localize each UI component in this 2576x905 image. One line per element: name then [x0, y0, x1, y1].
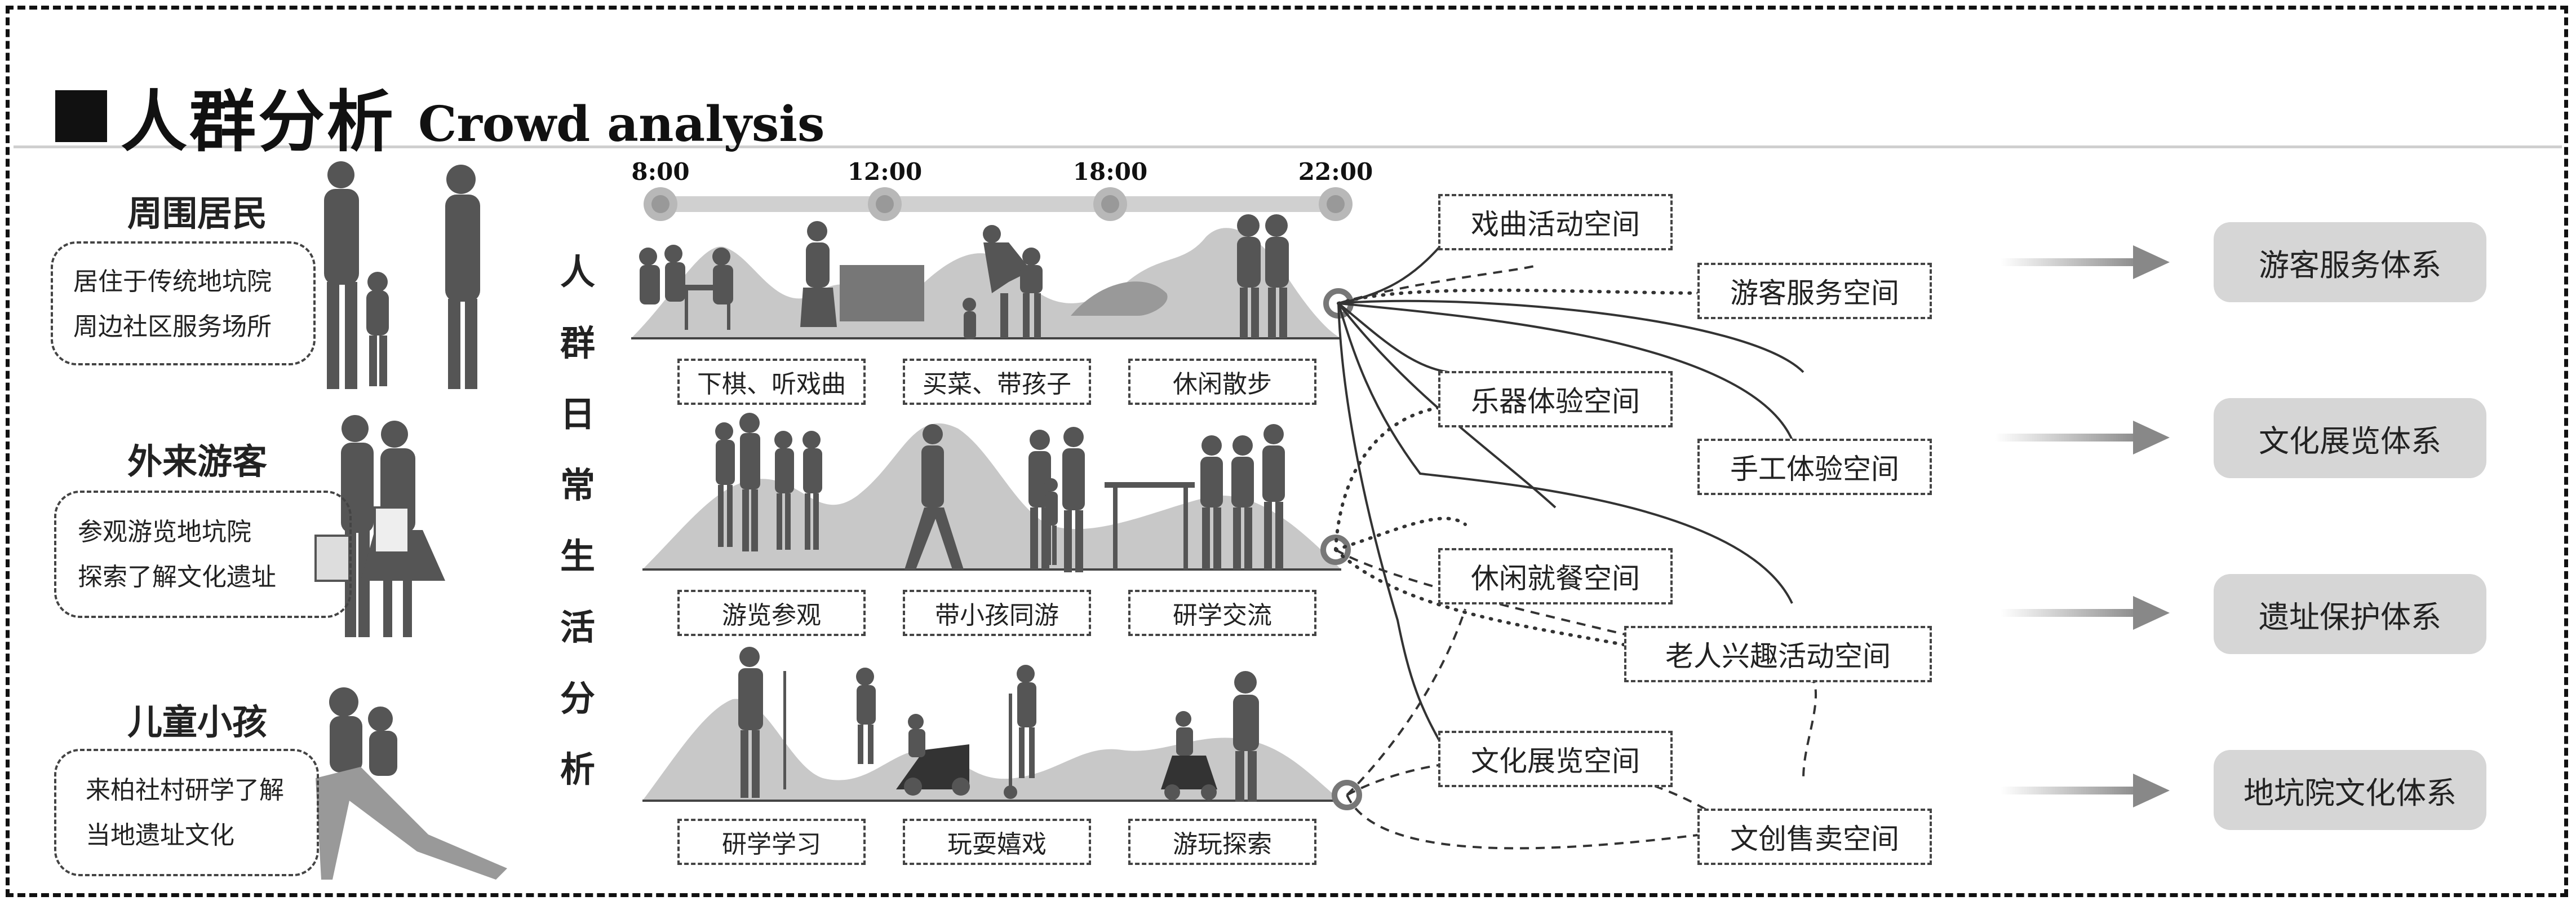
activity-label: 游览参观 — [677, 590, 866, 636]
activity-label: 休闲散步 — [1128, 359, 1316, 405]
group-title-children: 儿童小孩 — [127, 701, 267, 743]
vertical-title-char: 人 — [560, 251, 595, 293]
space-culture-exhibition: 文化展览空间 — [1438, 731, 1673, 787]
group-title-residents: 周围居民 — [127, 193, 267, 234]
system-visitor-service[interactable]: 游客服务体系 — [2214, 222, 2486, 302]
desc-line: 当地遗址文化 — [86, 821, 234, 850]
arrows — [1995, 245, 2170, 807]
vertical-title-char: 析 — [560, 749, 595, 790]
dashed-connectors — [1335, 264, 1817, 850]
activity-label: 带小孩同游 — [903, 590, 1091, 636]
space-creative-retail: 文创售卖空间 — [1697, 809, 1932, 865]
title-square-icon — [55, 90, 107, 142]
vertical-title-char: 日 — [560, 394, 595, 435]
timeline-markers — [644, 187, 1353, 221]
time-label: 18:00 — [1072, 158, 1148, 186]
arrow-to-system — [1995, 421, 2170, 454]
desc-line: 来柏社村研学了解 — [86, 776, 284, 805]
system-dikengyuan-culture[interactable]: 地坑院文化体系 — [2214, 750, 2486, 830]
page-title: 人群分析 Crowd analysis — [55, 68, 824, 164]
arrow-to-system — [2001, 596, 2170, 630]
vertical-title-char: 常 — [560, 465, 595, 506]
timeline-bar — [654, 196, 1341, 212]
space-instrument-experience: 乐器体验空间 — [1438, 371, 1673, 427]
group-desc-children: 来柏社村研学了解 当地遗址文化 — [54, 749, 319, 876]
vertical-title: 人 群 日 常 生 活 分 析 — [555, 237, 600, 805]
activity-label: 游玩探索 — [1128, 819, 1316, 865]
child-figures — [316, 687, 507, 880]
space-senior-interest: 老人兴趣活动空间 — [1624, 626, 1932, 682]
activity-label: 研学交流 — [1128, 590, 1316, 636]
activity-label: 玩耍嬉戏 — [903, 819, 1091, 865]
arrow-to-system — [2001, 774, 2170, 807]
group-desc-residents: 居住于传统地坑院 周边社区服务场所 — [51, 241, 316, 365]
solid-connectors — [1337, 236, 1804, 757]
space-handicraft-experience: 手工体验空间 — [1697, 439, 1932, 495]
vertical-title-char: 分 — [560, 678, 595, 719]
resident-figures — [324, 161, 480, 389]
time-label: 22:00 — [1298, 158, 1373, 186]
system-heritage-protection[interactable]: 遗址保护体系 — [2214, 574, 2486, 654]
vertical-title-char: 生 — [560, 536, 595, 577]
desc-line: 周边社区服务场所 — [73, 312, 272, 341]
header-divider — [14, 145, 2562, 148]
system-culture-exhibition[interactable]: 文化展览体系 — [2214, 398, 2486, 478]
vertical-title-char: 活 — [560, 607, 595, 648]
people-silhouettes — [314, 161, 1289, 880]
activity-label: 下棋、听戏曲 — [677, 359, 866, 405]
desc-line: 参观游览地坑院 — [78, 518, 251, 546]
arrow-to-system — [2001, 245, 2170, 279]
time-label: 12:00 — [847, 158, 923, 186]
title-english: Crowd analysis — [418, 96, 825, 153]
desc-line: 居住于传统地坑院 — [73, 267, 272, 296]
desc-line: 探索了解文化遗址 — [78, 563, 276, 591]
dashed-outer-frame — [6, 6, 2568, 897]
title-chinese: 人群分析 — [121, 82, 396, 161]
space-visitor-service: 游客服务空间 — [1697, 263, 1932, 319]
group-title-tourists: 外来游客 — [127, 441, 267, 482]
space-leisure-dining: 休闲就餐空间 — [1438, 548, 1673, 604]
space-opera-activity: 戏曲活动空间 — [1438, 194, 1673, 250]
group-desc-tourists: 参观游览地坑院 探索了解文化遗址 — [54, 491, 352, 618]
activity-label: 研学学习 — [677, 819, 866, 865]
vertical-title-char: 群 — [560, 323, 595, 364]
time-label: 8:00 — [631, 158, 690, 186]
activity-label: 买菜、带孩子 — [903, 359, 1091, 405]
